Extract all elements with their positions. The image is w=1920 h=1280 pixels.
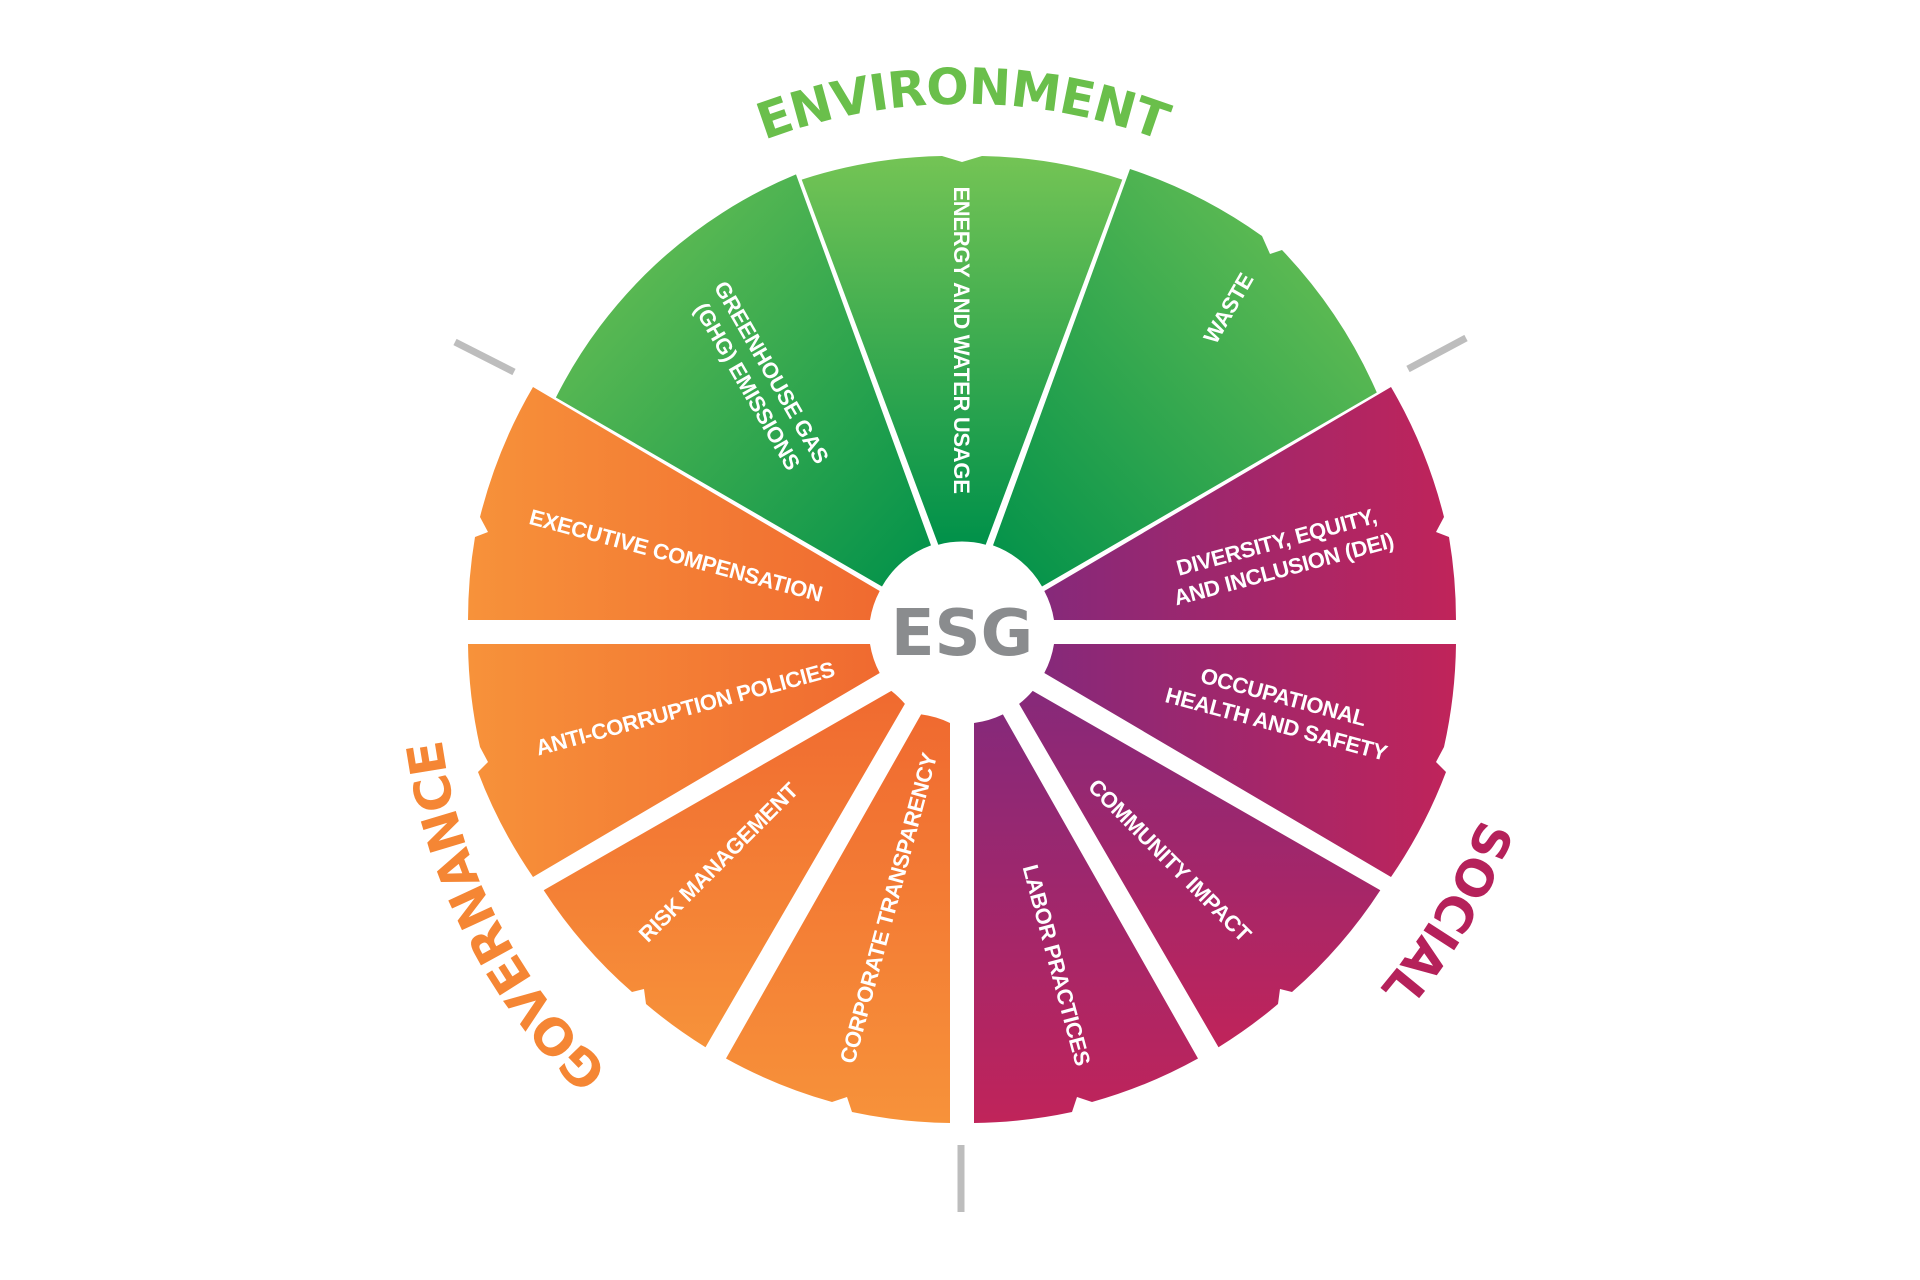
segment-corporate-transparency [726, 714, 950, 1123]
segment-ghg-emissions [555, 174, 931, 587]
label-energy-water: ENERGY AND WATER USAGE [949, 186, 974, 493]
segment-executive-compensation [468, 387, 880, 620]
svg-text:ENERGY AND WATER USAGE: ENERGY AND WATER USAGE [949, 186, 974, 493]
segment-occupational-health [1044, 644, 1456, 877]
center-esg-label: ESG [891, 597, 1033, 671]
segment-labor-practices [974, 714, 1198, 1123]
segment-community-impact [1019, 690, 1381, 1048]
divider-tick-upper-right [1406, 334, 1468, 373]
segment-energy-water [801, 156, 1123, 545]
segment-waste [993, 169, 1377, 587]
segment-dei [1044, 387, 1456, 620]
group-label-environment: ENVIRONMENT [749, 58, 1176, 152]
divider-tick-upper-left [453, 338, 516, 376]
segment-anti-corruption [468, 644, 880, 877]
segment-risk-management [543, 690, 905, 1048]
